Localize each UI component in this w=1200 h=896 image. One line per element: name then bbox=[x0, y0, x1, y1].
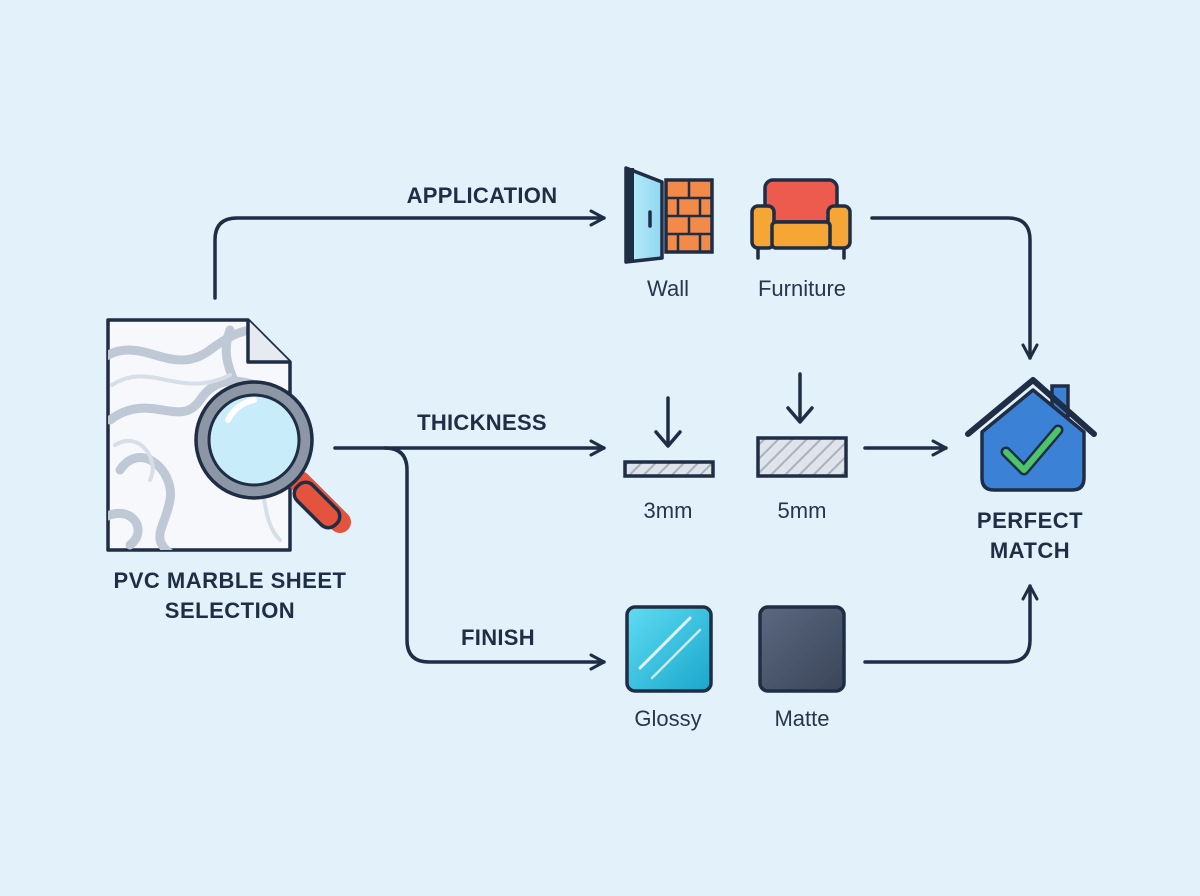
door-icon bbox=[624, 166, 664, 264]
thick-sheet-icon bbox=[756, 372, 848, 478]
branch-label-thickness: THICKNESS bbox=[417, 410, 547, 435]
connector-finish-to-result bbox=[863, 584, 1039, 664]
source-title-line1: PVC MARBLE SHEET bbox=[113, 568, 347, 593]
branch-label-application: APPLICATION bbox=[406, 183, 558, 208]
result-title-line2: MATCH bbox=[989, 538, 1071, 563]
thin-sheet-icon bbox=[623, 396, 715, 478]
connector-application bbox=[213, 209, 606, 300]
source-title: PVC MARBLE SHEET SELECTION bbox=[114, 566, 347, 626]
result-title: PERFECT MATCH bbox=[977, 506, 1083, 566]
magnifier-icon bbox=[194, 380, 351, 533]
branch-label-finish: FINISH bbox=[461, 625, 535, 650]
glossy-swatch-icon bbox=[625, 605, 713, 693]
result-title-line1: PERFECT bbox=[976, 508, 1084, 533]
connector-finish bbox=[383, 446, 606, 671]
item-label-furniture: Furniture bbox=[757, 276, 847, 301]
item-label-glossy: Glossy bbox=[634, 706, 702, 731]
brick-wall-icon bbox=[664, 178, 714, 254]
item-label-wall: Wall bbox=[647, 276, 689, 301]
connector-application-to-result bbox=[870, 216, 1039, 360]
matte-swatch-icon bbox=[758, 605, 846, 693]
item-label-5mm: 5mm bbox=[777, 498, 827, 523]
item-label-matte: Matte bbox=[774, 706, 830, 731]
item-label-3mm: 3mm bbox=[643, 498, 693, 523]
sofa-icon bbox=[750, 178, 852, 260]
source-title-line2: SELECTION bbox=[164, 598, 296, 623]
house-check-icon bbox=[965, 377, 1097, 492]
